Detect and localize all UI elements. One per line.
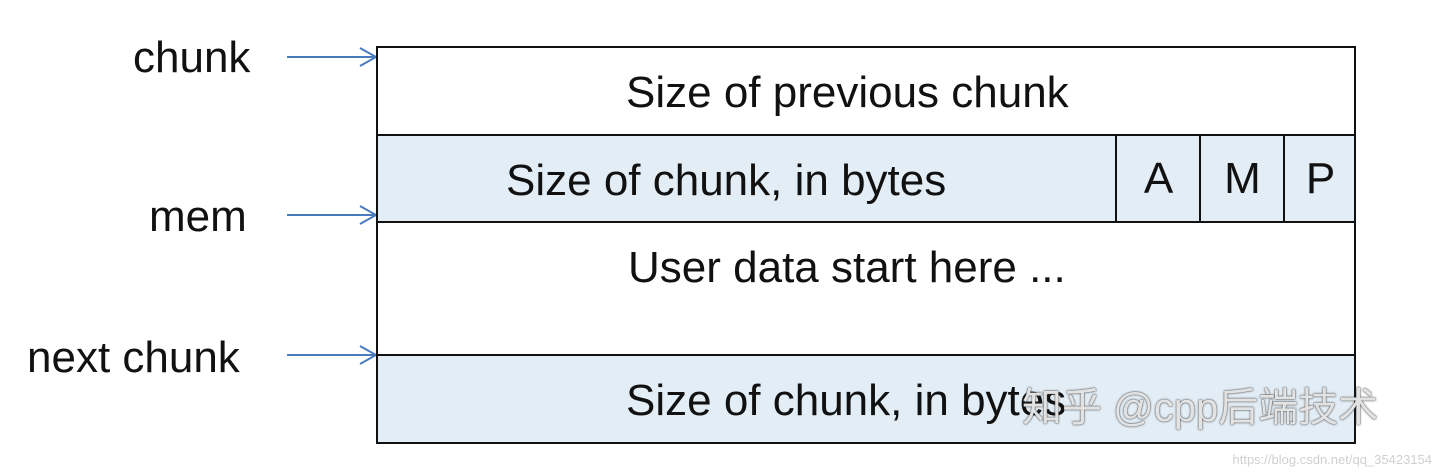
row-size: Size of chunk, in bytes A M P: [376, 135, 1356, 223]
flag-p-cell: P: [1283, 135, 1356, 223]
prev-size-text: Size of previous chunk: [626, 68, 1069, 117]
border-1: [376, 134, 1356, 136]
watermark-text: 知乎 @cpp后端技术: [1022, 386, 1379, 430]
row-next-size: Size of chunk, in bytes: [376, 355, 1356, 444]
border-2: [376, 221, 1356, 223]
row-prev-size: Size of previous chunk: [376, 47, 1356, 136]
next-size-text: Size of chunk, in bytes: [626, 376, 1067, 425]
row-user-data: User data start here ...: [376, 222, 1356, 356]
border-bottom: [376, 442, 1356, 444]
flag-m-cell: M: [1199, 135, 1284, 223]
border-top: [376, 46, 1356, 48]
flag-a-cell: A: [1115, 135, 1200, 223]
flag-m-text: M: [1224, 154, 1261, 203]
user-data-text: User data start here ...: [628, 243, 1066, 292]
source-url: https://blog.csdn.net/qq_35423154: [1232, 452, 1433, 467]
label-chunk: chunk: [133, 33, 251, 82]
label-mem: mem: [149, 192, 247, 241]
label-next-chunk: next chunk: [27, 333, 240, 382]
flag-p-text: P: [1305, 154, 1336, 203]
flag-a-text: A: [1143, 154, 1174, 203]
border-3: [376, 354, 1356, 356]
size-text: Size of chunk, in bytes: [506, 156, 947, 205]
